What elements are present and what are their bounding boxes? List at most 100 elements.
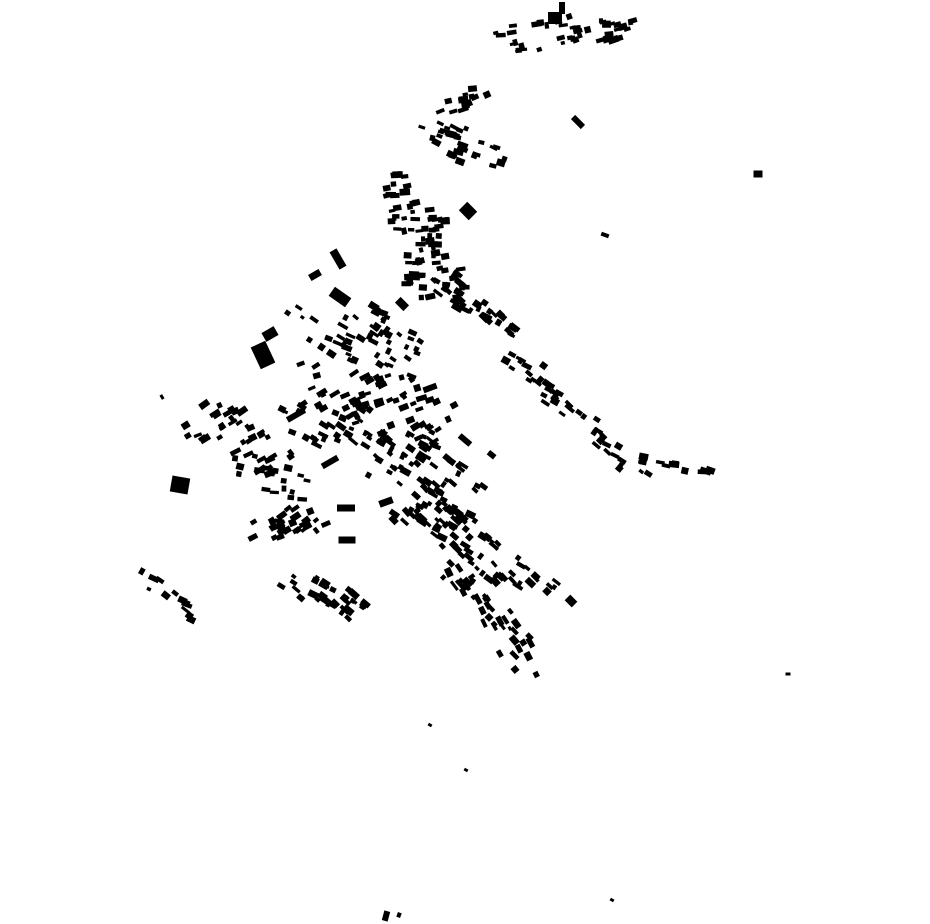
- building: [414, 406, 424, 413]
- building: [364, 471, 373, 479]
- building: [449, 400, 459, 410]
- building: [452, 268, 464, 279]
- building: [439, 480, 448, 489]
- building: [349, 597, 356, 605]
- building: [661, 462, 671, 469]
- building: [623, 26, 632, 33]
- building: [443, 566, 454, 578]
- building: [496, 311, 508, 322]
- building: [376, 432, 390, 448]
- building: [137, 567, 146, 576]
- building: [250, 340, 276, 370]
- building: [509, 650, 520, 661]
- building: [373, 397, 385, 407]
- building: [398, 402, 410, 412]
- building: [247, 532, 259, 542]
- building: [457, 577, 465, 585]
- building: [525, 376, 533, 384]
- building: [616, 461, 625, 471]
- building: [430, 276, 438, 284]
- building: [451, 153, 458, 159]
- building: [348, 425, 355, 432]
- building: [402, 182, 412, 190]
- building: [525, 636, 536, 649]
- building: [290, 573, 297, 580]
- building: [416, 337, 425, 345]
- building: [373, 351, 381, 359]
- building: [576, 31, 583, 39]
- building: [405, 260, 413, 265]
- building: [532, 378, 542, 387]
- building: [392, 171, 403, 179]
- building: [283, 463, 293, 473]
- building: [413, 434, 424, 442]
- building: [457, 105, 470, 114]
- building: [325, 421, 337, 431]
- building: [609, 897, 615, 903]
- building: [239, 438, 247, 446]
- building: [415, 502, 425, 511]
- building: [403, 252, 412, 259]
- building: [480, 618, 488, 628]
- building: [183, 431, 192, 440]
- building: [413, 345, 420, 353]
- building: [442, 453, 452, 463]
- building: [390, 181, 397, 187]
- building: [305, 506, 315, 516]
- building: [508, 634, 520, 646]
- building: [447, 520, 456, 528]
- building: [386, 420, 396, 430]
- building: [369, 323, 379, 333]
- building: [564, 399, 574, 409]
- building: [506, 607, 514, 615]
- building: [425, 486, 434, 495]
- building: [463, 125, 470, 132]
- building: [386, 450, 394, 457]
- building: [283, 309, 292, 317]
- building: [313, 400, 324, 410]
- building: [358, 390, 366, 400]
- building: [342, 429, 354, 440]
- building: [267, 516, 276, 525]
- building: [425, 435, 436, 445]
- building: [312, 371, 322, 380]
- building: [510, 664, 520, 674]
- building: [261, 465, 273, 472]
- building: [544, 21, 550, 29]
- building: [558, 23, 568, 28]
- building: [328, 286, 352, 308]
- building: [407, 375, 416, 384]
- building: [334, 420, 347, 432]
- building: [545, 381, 556, 390]
- building: [515, 355, 527, 364]
- building: [356, 405, 367, 415]
- building: [242, 450, 254, 459]
- building: [431, 525, 441, 534]
- building: [540, 398, 551, 407]
- building: [440, 283, 450, 293]
- building: [450, 301, 464, 314]
- building: [318, 403, 329, 413]
- building: [463, 551, 475, 563]
- building: [440, 500, 449, 508]
- building: [393, 227, 402, 231]
- building: [448, 539, 459, 550]
- building: [440, 267, 449, 274]
- building: [559, 2, 565, 14]
- building: [488, 162, 497, 169]
- building: [404, 273, 415, 281]
- building: [435, 488, 445, 497]
- building: [525, 632, 534, 641]
- building: [495, 649, 504, 658]
- building: [471, 517, 479, 525]
- building: [463, 546, 474, 556]
- building: [415, 229, 424, 233]
- building: [329, 586, 337, 594]
- building: [297, 496, 308, 502]
- building: [193, 432, 203, 439]
- building: [432, 226, 440, 233]
- building: [344, 338, 353, 346]
- building: [433, 522, 443, 531]
- building: [478, 481, 489, 491]
- building: [396, 911, 402, 919]
